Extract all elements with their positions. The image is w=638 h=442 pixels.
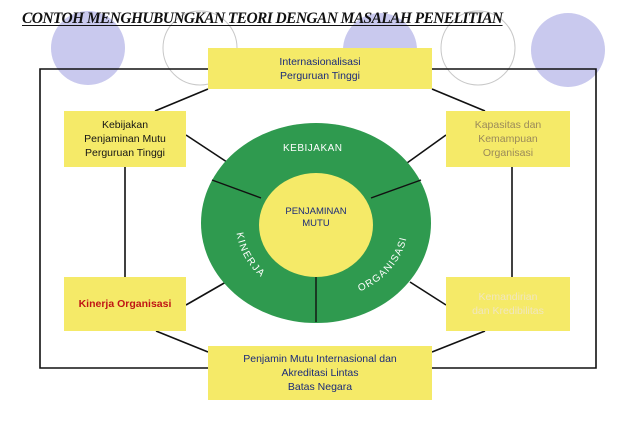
ring-divider-right [370, 179, 422, 199]
center-label-line1: PENJAMINAN [285, 206, 347, 217]
center-label-line2: MUTU [302, 218, 330, 229]
decor-circle-4 [440, 10, 516, 86]
box-rightbottom-line1: Kemandirian [478, 291, 538, 303]
center-label: PENJAMINAN MUTU [266, 206, 366, 230]
frame-left [39, 68, 208, 369]
link-righttop-circle [399, 134, 447, 169]
decor-circle-1 [51, 11, 125, 85]
link-rightbottom-circle [409, 281, 447, 306]
box-righttop-line1: Kapasitas dan [474, 119, 542, 131]
ring-divider-left [211, 179, 262, 199]
box-leftbottom-line1: Kinerja Organisasi [78, 298, 172, 310]
box-lefttop-line1: Kebijakan [101, 119, 149, 131]
link-bottom-rightbottom [431, 330, 486, 353]
ring-label-kebijakan: KEBIJAKAN [283, 143, 343, 154]
connector-lines [39, 68, 597, 369]
box-righttop-line2: Kemampuan [478, 133, 538, 145]
box-rightbottom-line2: dan Kredibilitas [472, 305, 544, 317]
link-top-lefttop [154, 88, 209, 112]
box-bottom-line2: Akreditasi Lintas [281, 367, 359, 379]
link-bottom-leftbottom [155, 330, 209, 353]
box-lefttop-line2: Penjaminan Mutu [84, 133, 166, 145]
box-kemandirian: Kemandirian dan Kredibilitas [446, 277, 570, 331]
box-bottom-line1: Penjamin Mutu Internasional dan [243, 353, 397, 365]
box-top-line2: Perguruan Tinggi [280, 69, 360, 82]
box-lefttop-line3: Perguruan Tinggi [85, 147, 165, 159]
box-kebijakan-penjaminan: Kebijakan Penjaminan Mutu Perguruan Ting… [64, 111, 186, 167]
inner-circle [259, 173, 373, 277]
frame-right [432, 68, 597, 369]
box-kinerja-organisasi: Kinerja Organisasi [64, 277, 186, 331]
link-top-righttop [431, 88, 486, 112]
center-circle [201, 123, 431, 323]
page-title: CONTOH MENGHUBUNGKAN TEORI DENGAN MASALA… [22, 10, 503, 27]
box-righttop-line3: Organisasi [482, 147, 534, 159]
box-top-line1: Internasionalisasi [279, 55, 361, 68]
box-internasionalisasi: Internasionalisasi Perguruan Tinggi [208, 48, 432, 89]
box-kapasitas: Kapasitas dan Kemampuan Organisasi [446, 111, 570, 167]
link-leftbottom-circle [185, 281, 227, 306]
box-bottom-line3: Batas Negara [287, 381, 353, 393]
box-penjamin-mutu-internasional: Penjamin Mutu Internasional dan Akredita… [208, 346, 432, 400]
